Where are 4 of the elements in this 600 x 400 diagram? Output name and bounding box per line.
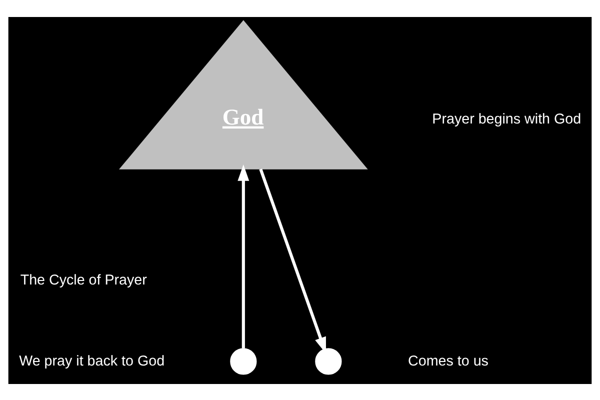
label: Prayer begins with God — [432, 110, 582, 127]
label: The Cycle of Prayer — [20, 272, 147, 288]
label: Comes to us — [408, 352, 488, 369]
label: We pray it back to God — [19, 352, 165, 369]
